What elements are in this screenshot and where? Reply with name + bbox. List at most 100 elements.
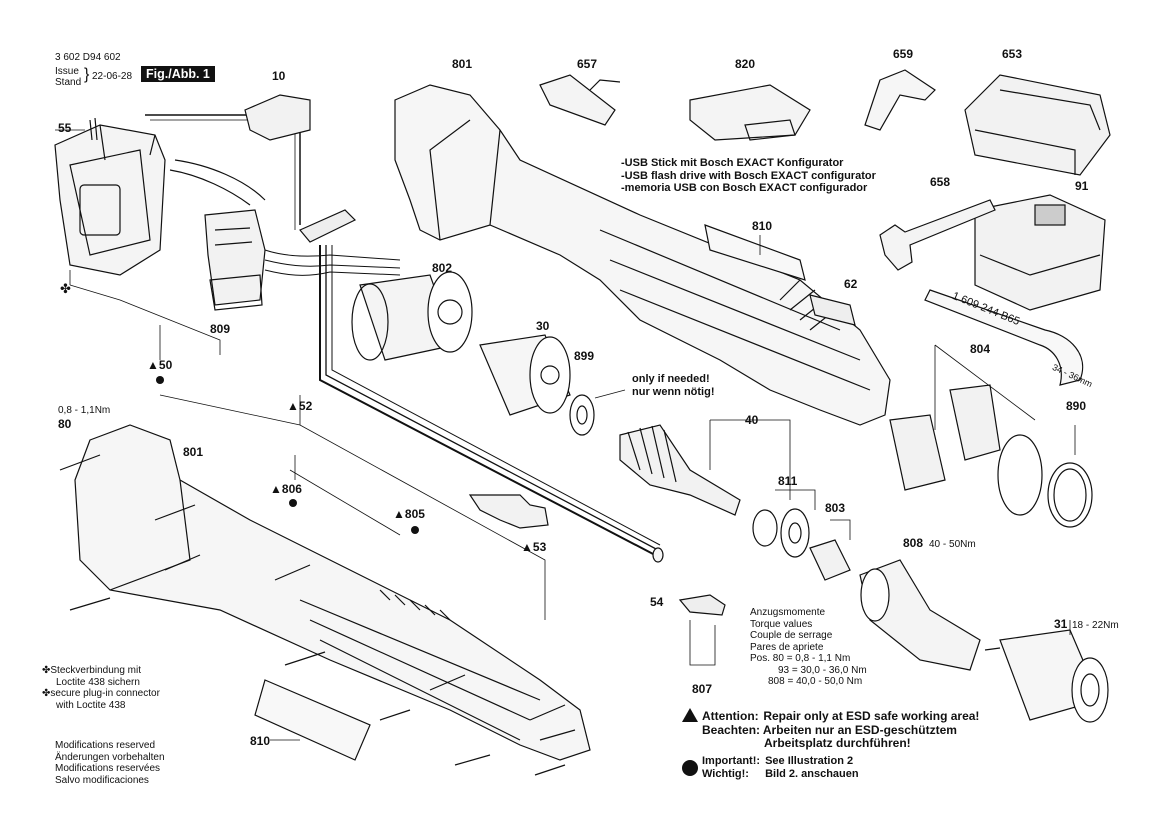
- clover-icon: ✤: [60, 281, 71, 296]
- legend-en-1: secure plug-in connector: [50, 688, 160, 699]
- part-801-bottom: 801: [183, 445, 204, 459]
- beachten-text: Arbeiten nur an ESD-geschütztem: [762, 722, 957, 737]
- issue-label: Issue: [55, 66, 79, 77]
- usb-note-en: -USB flash drive with Bosch EXACT config…: [621, 169, 876, 182]
- torque-line: Pares de apriete: [750, 641, 824, 653]
- part-62: 62: [844, 277, 858, 291]
- part-40: 40: [745, 413, 759, 427]
- part-806: ▲806: [270, 482, 302, 496]
- part-657: 657: [577, 57, 598, 71]
- attention-text: Repair only at ESD safe working area!: [763, 709, 980, 723]
- torque-31-label: 18 - 22Nm: [1072, 620, 1119, 631]
- switch-part: [204, 209, 266, 311]
- part-805-number: 805: [404, 507, 425, 521]
- clip-part: [864, 69, 936, 131]
- torque-line: Couple de serrage: [750, 630, 833, 641]
- part-806-number: 806: [281, 482, 302, 496]
- wrench-part: [879, 199, 996, 271]
- torque-table: Anzugsmomente Torque values Couple de se…: [750, 607, 867, 688]
- part-807: 807: [692, 682, 713, 696]
- beachten-text-2: Arbeitsplatz durchführen!: [764, 736, 911, 750]
- part-30: 30: [536, 319, 550, 333]
- spindle-part: [619, 424, 741, 516]
- motor-part: [351, 271, 473, 361]
- part-809: 809: [210, 322, 231, 336]
- part-54: 54: [650, 595, 664, 609]
- important-label: Important!:: [702, 755, 761, 767]
- part-91: 91: [1075, 179, 1089, 193]
- part-801-top: 801: [452, 57, 473, 71]
- only-if-needed-note: only if needed! nur wenn nötig!: [632, 373, 714, 398]
- part-80: 80: [58, 417, 72, 431]
- torque-line: Torque values: [750, 618, 813, 630]
- only-if-needed-de: nur wenn nötig!: [632, 385, 715, 398]
- loctite-legend: ✤Steckverbindung mit Loctite 438 sichern…: [42, 665, 160, 711]
- modifications-note: Modifications reserved Änderungen vorbeh…: [55, 740, 165, 786]
- part-52: ▲52: [287, 399, 313, 413]
- fig-label: Fig./Abb. 1: [141, 66, 215, 83]
- brace-icon: }: [84, 66, 90, 83]
- torque-808-label: 40 - 50Nm: [929, 539, 976, 550]
- part-658: 658: [930, 175, 951, 189]
- part-899: 899: [574, 349, 595, 363]
- usb-stick-part: [689, 84, 811, 141]
- screws: [59, 454, 576, 776]
- important-text: See Illustration 2: [765, 755, 854, 767]
- torque-row: 808 = 40,0 - 50,0 Nm: [768, 676, 863, 687]
- part-805: ▲805: [393, 507, 425, 521]
- torque-row: 93 = 30,0 - 36,0 Nm: [778, 664, 867, 676]
- gearhead-part: [479, 334, 571, 416]
- part-810-top: 810: [752, 219, 773, 233]
- part-803: 803: [825, 501, 846, 515]
- only-if-needed-en: only if needed!: [632, 373, 710, 385]
- key-part: [539, 74, 616, 126]
- part-890: 890: [1066, 399, 1087, 413]
- part-53: ▲53: [521, 540, 547, 554]
- nut-part: [984, 629, 1109, 723]
- legend-de-1: Steckverbindung mit: [50, 665, 141, 676]
- hook-wrench-part: [924, 289, 1084, 386]
- esd-warning: Attention: Repair only at ESD safe worki…: [702, 709, 980, 751]
- wichtig-label: Wichtig!:: [702, 767, 749, 780]
- part-808: 808: [903, 536, 924, 550]
- wichtig-text: Bild 2. anschauen: [765, 767, 859, 780]
- issue-date: 22-06-28: [92, 71, 133, 82]
- part-810-bottom: 810: [250, 734, 271, 748]
- footer-line: Salvo modificaciones: [55, 774, 149, 786]
- charger-part: [964, 74, 1111, 176]
- part-653: 653: [1002, 47, 1023, 61]
- doc-number: 3 602 D94 602: [55, 52, 121, 63]
- stand-label: Stand: [55, 77, 82, 88]
- clover-icon: ✤: [42, 688, 51, 699]
- part-802: 802: [432, 261, 453, 275]
- part-804: 804: [970, 342, 991, 356]
- usb-note-de: -USB Stick mit Bosch EXACT Konfigurator: [621, 157, 844, 169]
- footer-line: Änderungen vorbehalten: [55, 751, 165, 763]
- clover-icon: ✤: [42, 665, 51, 676]
- battery-part: [974, 194, 1106, 311]
- part-50: ▲50: [147, 358, 173, 372]
- legend-en-2: with Loctite 438: [56, 699, 126, 711]
- sleeve-part: [859, 559, 981, 671]
- part-659: 659: [893, 47, 914, 61]
- part-31: 31: [1054, 617, 1068, 631]
- footer-line: Modifications reservées: [55, 763, 161, 774]
- torque-line: Anzugsmomente: [750, 607, 826, 618]
- usb-note-es: -memoria USB con Bosch EXACT configurado…: [621, 182, 868, 194]
- attention-label: Attention:: [702, 709, 759, 723]
- part-811: 811: [778, 474, 798, 488]
- legend-de-2: Loctite 438 sichern: [56, 676, 140, 688]
- part-53-number: 53: [532, 540, 547, 554]
- torque-row: Pos. 80 = 0,8 - 1,1 Nm: [750, 653, 851, 664]
- part-50-number: 50: [158, 358, 173, 372]
- part-52-number: 52: [298, 399, 313, 413]
- usb-note: -USB Stick mit Bosch EXACT Konfigurator …: [621, 157, 876, 195]
- important-note: Important!: See Illustration 2 Wichtig!:…: [702, 755, 859, 780]
- beachten-label: Beachten:: [702, 722, 761, 737]
- part-820: 820: [735, 57, 756, 71]
- housing-top-part: [394, 84, 891, 426]
- part-10: 10: [272, 69, 286, 83]
- torque-80-label: 0,8 - 1,1Nm: [58, 405, 111, 416]
- washer-part: [569, 394, 595, 436]
